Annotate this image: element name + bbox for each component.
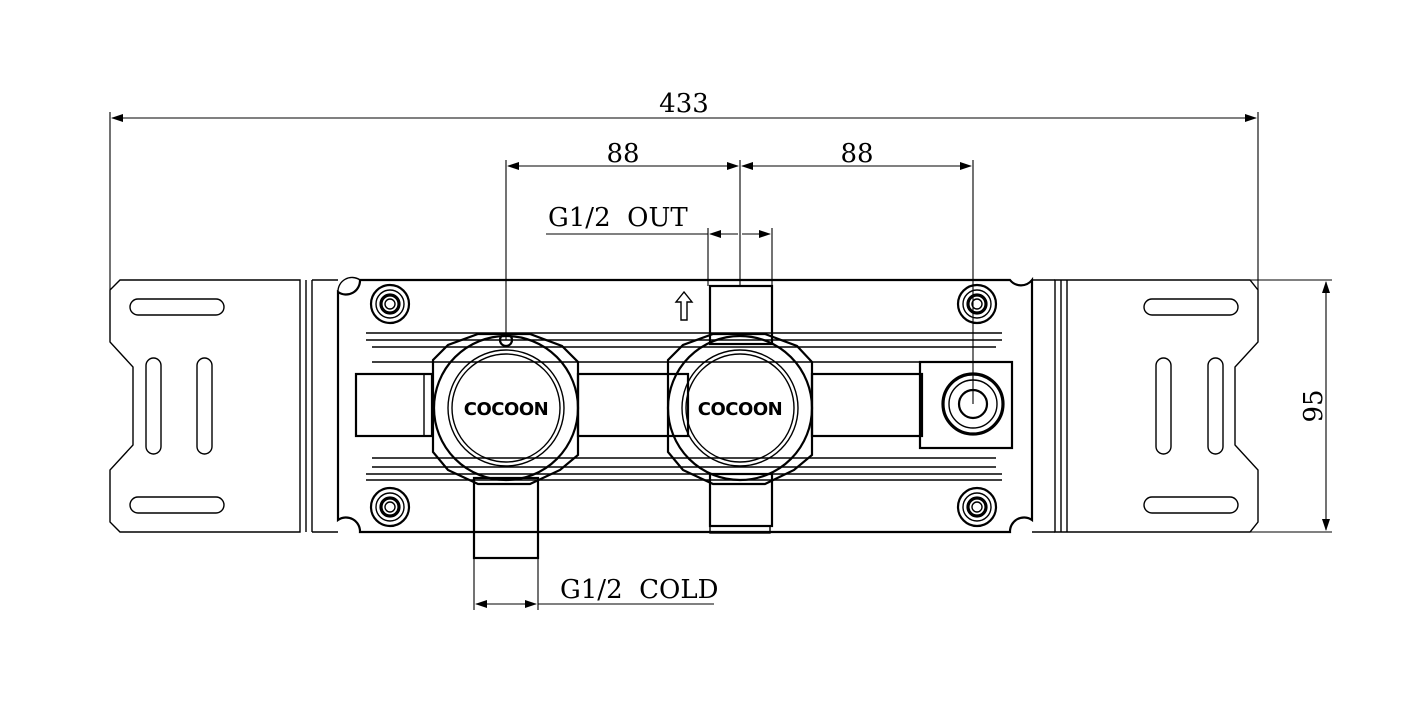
valve-body-plate — [336, 276, 1034, 534]
outlet-pipe — [708, 284, 774, 346]
mounting-screw — [369, 283, 411, 325]
callout-cold-inlet: G1/2 COLD — [473, 558, 718, 610]
valve-rail — [366, 332, 1002, 481]
mounting-screw — [956, 486, 998, 528]
right-valve-knob: COCOON — [666, 332, 814, 486]
dimension-label: 433 — [659, 89, 709, 119]
valve-connector-block — [810, 372, 924, 438]
bottom-pipe — [708, 472, 774, 528]
dimension-label: 88 — [840, 139, 873, 169]
bracket-slot — [129, 496, 225, 514]
side-pipe-stub — [354, 372, 434, 438]
dimension-valve-spacing: 88 88 — [505, 139, 974, 404]
bracket-slot — [145, 357, 162, 455]
bracket-slot — [1207, 357, 1224, 455]
left-mounting-bracket — [109, 279, 313, 533]
dimension-label: 88 — [606, 139, 639, 169]
bracket-slot — [196, 357, 213, 455]
dimension-overall-width: 433 — [109, 89, 1259, 290]
left-valve-knob: COCOON — [431, 332, 580, 486]
outlet-label: G1/2 OUT — [548, 203, 688, 233]
bracket-slot — [129, 298, 225, 316]
bracket-slot — [1155, 357, 1172, 455]
dimension-height: 95 — [1250, 279, 1332, 533]
flow-direction-icon — [674, 290, 694, 321]
mounting-screw — [956, 283, 998, 325]
diverter-button — [918, 360, 1014, 450]
mounting-screw — [369, 486, 411, 528]
callout-outlet: G1/2 OUT — [546, 203, 773, 286]
bracket-slot — [1143, 496, 1239, 514]
cold-inlet-pipe — [472, 476, 540, 560]
bracket-slot — [1143, 298, 1239, 316]
dimension-label: 95 — [1299, 389, 1329, 422]
right-mounting-bracket — [1054, 279, 1259, 533]
brand-label: COCOON — [698, 399, 782, 420]
brand-label: COCOON — [464, 399, 548, 420]
cold-inlet-label: G1/2 COLD — [560, 575, 718, 605]
